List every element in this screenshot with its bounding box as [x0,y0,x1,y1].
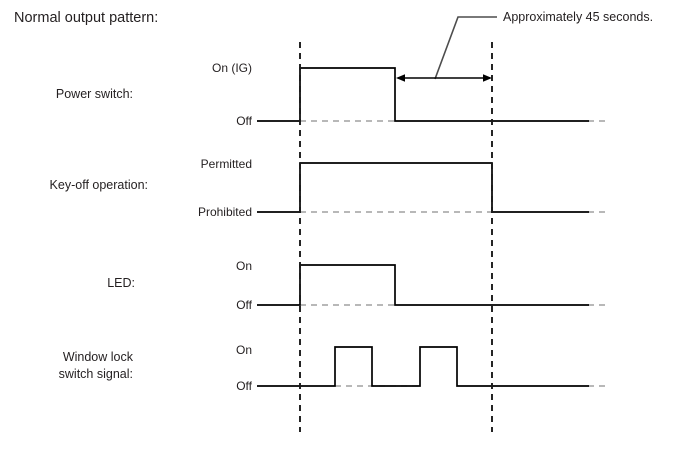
row-key-off-operation: Key-off operation: Permitted Prohibited [50,157,606,219]
row-label-power-switch: Power switch: [56,87,133,101]
waveform-window-lock-switch-signal [257,346,589,387]
level-label-window-lock-high: On [236,343,252,357]
row-power-switch: Power switch: On (IG) Off [56,61,606,128]
dimension-arrow-head-right [483,74,492,82]
level-label-key-off-high: Permitted [201,157,252,171]
row-label-key-off-operation: Key-off operation: [50,178,148,192]
row-led: LED: On Off [107,259,606,312]
row-label-led: LED: [107,276,135,290]
level-label-led-low: Off [236,298,252,312]
callout-label: Approximately 45 seconds. [503,10,653,24]
callout-approximately-45-seconds: Approximately 45 seconds. [396,10,653,82]
level-label-power-switch-high: On (IG) [212,61,252,75]
waveform-key-off-operation [257,162,589,213]
level-label-led-high: On [236,259,252,273]
level-label-key-off-low: Prohibited [198,205,252,219]
row-label-window-lock-line1: Window lock [63,350,134,364]
dimension-arrow-head-left [396,74,405,82]
callout-leader-line [434,16,497,80]
waveform-power-switch [257,67,589,122]
level-label-window-lock-low: Off [236,379,252,393]
row-window-lock-switch-signal: Window lock switch signal: On Off [59,343,606,393]
page-title: Normal output pattern: [14,10,158,26]
row-label-window-lock-line2: switch signal: [59,367,133,381]
level-label-power-switch-low: Off [236,114,252,128]
waveform-led [257,264,589,306]
